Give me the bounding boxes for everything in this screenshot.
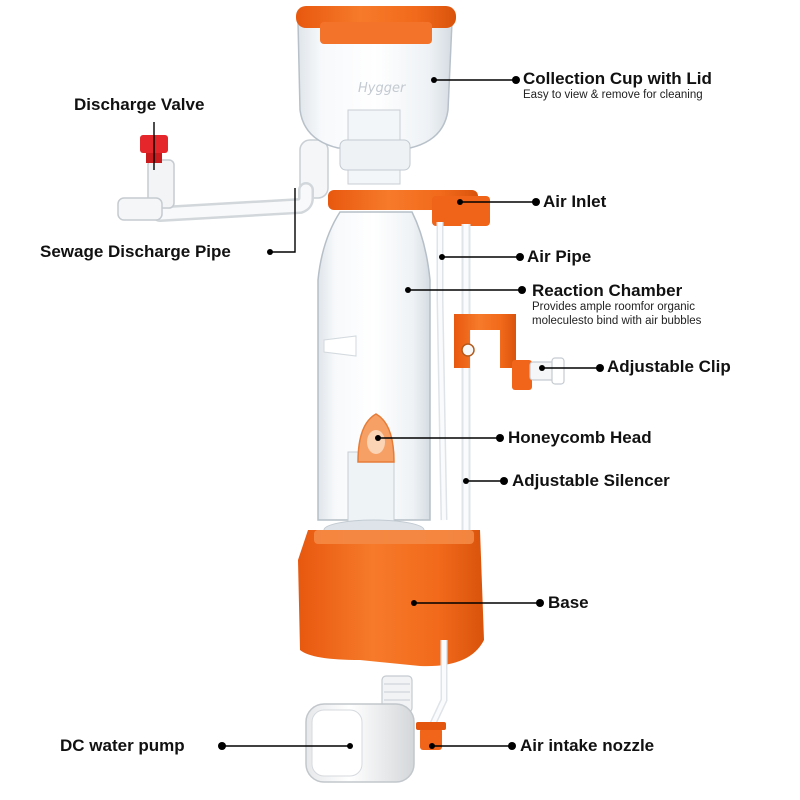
label-discharge-valve: Discharge Valve bbox=[74, 95, 205, 114]
collar-bracket bbox=[328, 190, 490, 226]
label-reaction-chamber: Reaction Chamber bbox=[532, 281, 683, 300]
label-air-inlet: Air Inlet bbox=[543, 192, 607, 211]
label-adjustable-clip: Adjustable Clip bbox=[607, 357, 731, 376]
leader-lines bbox=[153, 79, 600, 747]
label-adjustable-silencer: Adjustable Silencer bbox=[512, 471, 670, 490]
brand-mark: Hygger bbox=[358, 81, 407, 96]
air-pipe bbox=[436, 222, 471, 540]
dc-water-pump bbox=[305, 675, 415, 783]
label-sewage-discharge-pipe: Sewage Discharge Pipe bbox=[40, 242, 231, 261]
label-reaction-chamber-subtitle-2: moleculesto bind with air bubbles bbox=[532, 315, 702, 327]
label-base: Base bbox=[548, 593, 589, 612]
label-collection-cup: Collection Cup with Lid bbox=[523, 69, 712, 88]
label-air-pipe: Air Pipe bbox=[527, 247, 592, 266]
discharge-valve bbox=[117, 135, 175, 221]
base bbox=[298, 530, 484, 667]
leader-dots bbox=[218, 76, 604, 750]
label-air-intake-nozzle: Air intake nozzle bbox=[520, 736, 655, 755]
label-honeycomb-head: Honeycomb Head bbox=[508, 428, 652, 447]
label-collection-cup-subtitle: Easy to view & remove for cleaning bbox=[523, 89, 703, 101]
label-reaction-chamber-subtitle-1: Provides ample roomfor organic bbox=[532, 301, 695, 313]
reaction-chamber bbox=[317, 211, 431, 541]
air-intake-nozzle bbox=[416, 722, 446, 750]
sewage-discharge-pipe bbox=[152, 139, 329, 222]
collection-cup: Hygger bbox=[296, 6, 456, 185]
adjustable-clip bbox=[454, 314, 565, 390]
label-dc-water-pump: DC water pump bbox=[60, 736, 185, 755]
